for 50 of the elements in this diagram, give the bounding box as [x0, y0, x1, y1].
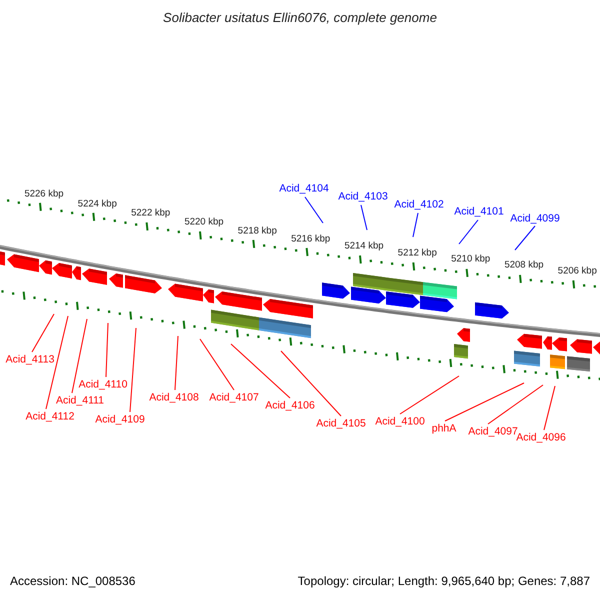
leader-line — [72, 318, 88, 394]
leader-line — [174, 336, 178, 390]
gene-label: Acid_4096 — [516, 432, 566, 444]
gene-label: Acid_4100 — [375, 416, 425, 428]
scale-label: 5226 kbp — [24, 188, 64, 200]
scale-label: 5220 kbp — [184, 216, 224, 228]
gene-label: Acid_4104 — [279, 182, 329, 196]
leader-line — [46, 316, 68, 410]
leader-line — [360, 204, 368, 230]
leader-line — [412, 212, 418, 238]
scale-label: 5214 kbp — [344, 240, 384, 252]
scale-label: 5216 kbp — [291, 232, 330, 244]
leader-line — [400, 376, 460, 414]
leader-line — [444, 382, 524, 422]
scale-label: 5222 kbp — [131, 207, 170, 219]
scale-label: 5212 kbp — [398, 247, 437, 259]
gene-label: Acid_4106 — [265, 400, 315, 412]
gene-label: Acid_4107 — [209, 392, 259, 404]
chart-title: Solibacter usitatus Ellin6076, complete genome — [162, 10, 438, 26]
leader-line — [230, 344, 290, 398]
gene-label: Acid_4097 — [468, 426, 518, 438]
footer-text: Accession: NC_008536 — [10, 574, 136, 588]
scale-label: 5224 kbp — [78, 198, 117, 210]
leader-line — [488, 384, 544, 424]
scale-label: 5218 kbp — [238, 224, 277, 236]
leader-line — [130, 328, 136, 412]
gene-label: Acid_4101 — [454, 206, 504, 218]
gene-label: phhA — [432, 422, 456, 436]
gene-label: Acid_4109 — [95, 414, 145, 426]
leader-line — [200, 338, 234, 390]
gene-label: Acid_4108 — [149, 392, 199, 404]
leader-line — [458, 220, 478, 244]
leader-line — [106, 322, 108, 378]
footer-text: Topology: circular; Length: 9,965,640 bp; Genes: 7,887 — [298, 574, 590, 588]
leader-line — [32, 314, 54, 352]
leader-line — [280, 350, 342, 416]
gene-label: Acid_4113 — [6, 354, 54, 366]
gene-label: Acid_4110 — [78, 378, 128, 392]
scale-label: 5208 kbp — [504, 260, 544, 272]
gene-label: Acid_4112 — [26, 410, 74, 424]
gene-label: Acid_4103 — [338, 190, 388, 204]
gene-label: Acid_4111 — [56, 394, 104, 408]
scale-label: 5206 kbp — [558, 265, 597, 276]
gene-label: Acid_4102 — [394, 198, 444, 212]
gene-label: Acid_4099 — [510, 212, 560, 226]
leader-line — [304, 196, 324, 224]
scale-label: 5210 kbp — [451, 254, 490, 266]
leader-line — [514, 226, 536, 250]
gene-label: Acid_4105 — [316, 418, 366, 430]
leader-line — [544, 386, 556, 430]
